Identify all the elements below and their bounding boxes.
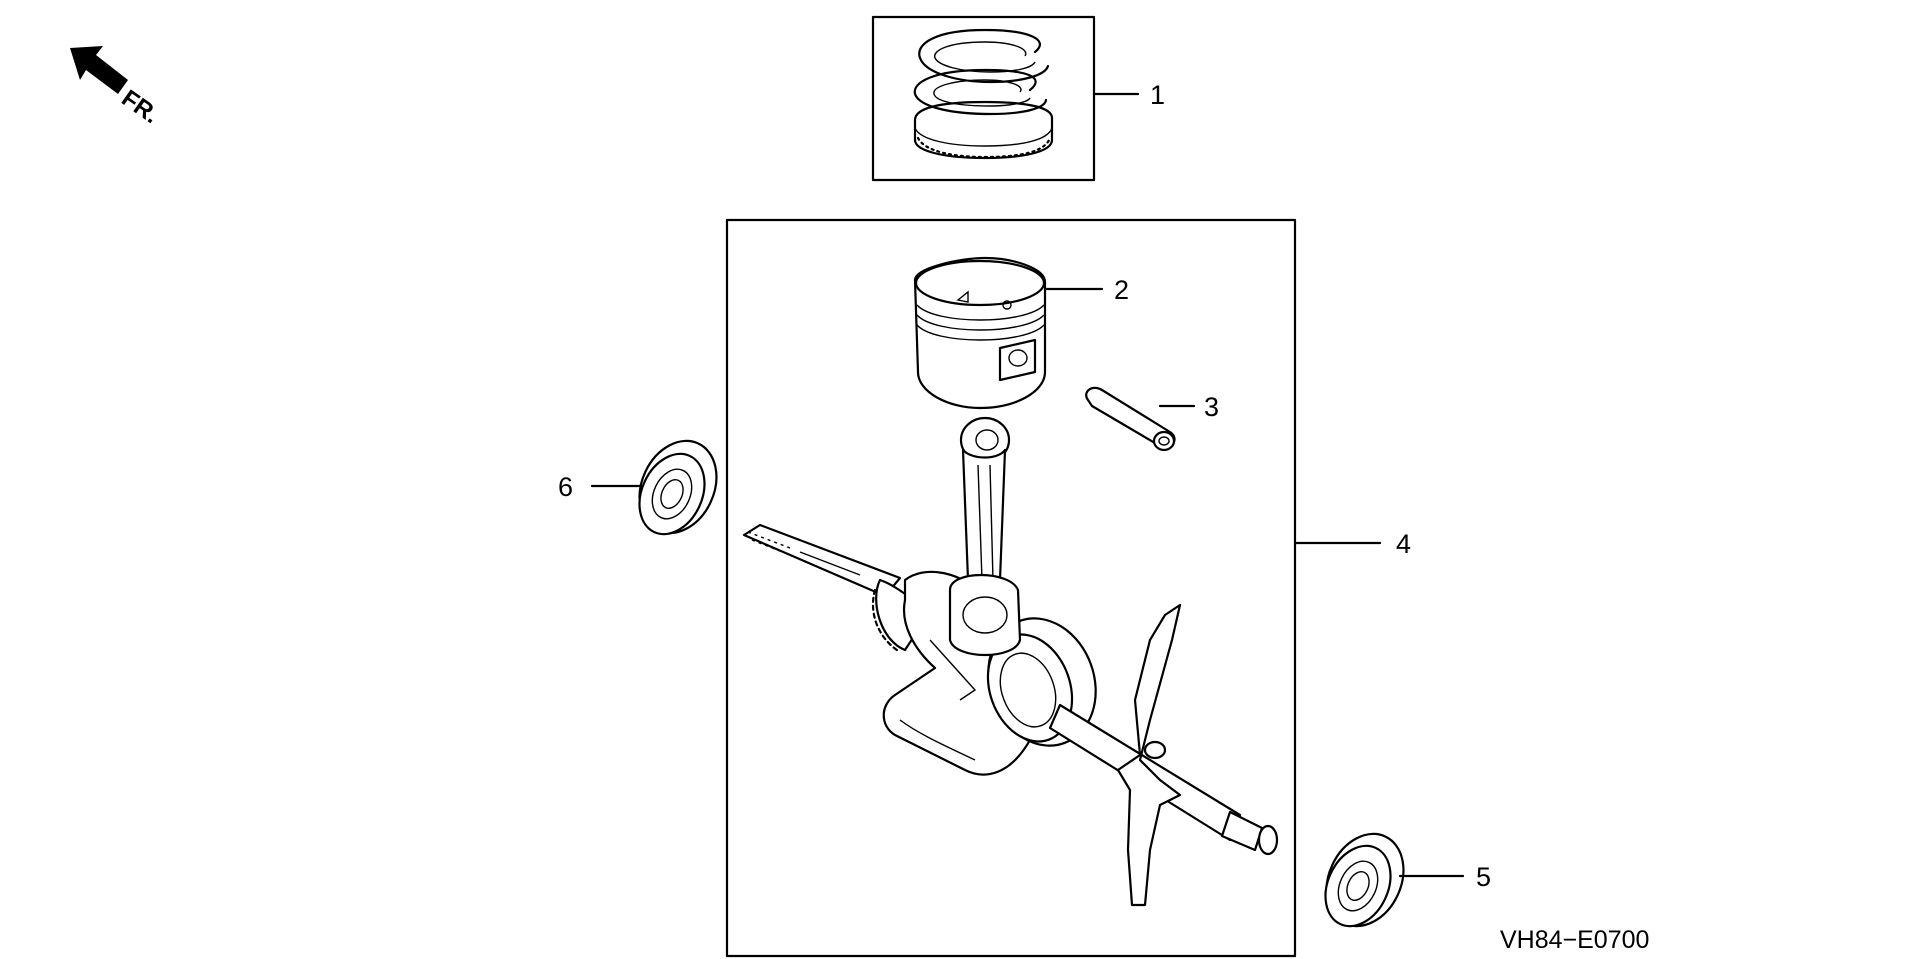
front-arrow-icon (70, 46, 128, 94)
front-direction-indicator: FR. (70, 46, 164, 129)
piston: 2 (913, 256, 1129, 410)
callout-4: 4 (1396, 529, 1411, 559)
callout-6: 6 (558, 472, 573, 502)
front-direction-label: FR. (117, 85, 164, 129)
piston-ring-set: 1 (871, 15, 1165, 182)
oil-seal-left: 6 (558, 439, 718, 536)
blade (1116, 603, 1182, 907)
oil-ring (913, 100, 1054, 160)
oil-seal-right: 5 (1324, 832, 1491, 928)
callout-2: 2 (1114, 275, 1129, 305)
connecting-rod (948, 416, 1022, 656)
crankshaft-assembly-box (725, 218, 1297, 958)
top-ring (918, 28, 1050, 84)
callout-1: 1 (1150, 80, 1165, 110)
diagram-code: VH84−E0700 (1500, 926, 1649, 954)
piston-ring-box (871, 15, 1096, 182)
second-ring (913, 68, 1048, 116)
piston-pin: 3 (1085, 386, 1219, 452)
callout-3: 3 (1204, 392, 1219, 422)
callout-5: 5 (1476, 862, 1491, 892)
